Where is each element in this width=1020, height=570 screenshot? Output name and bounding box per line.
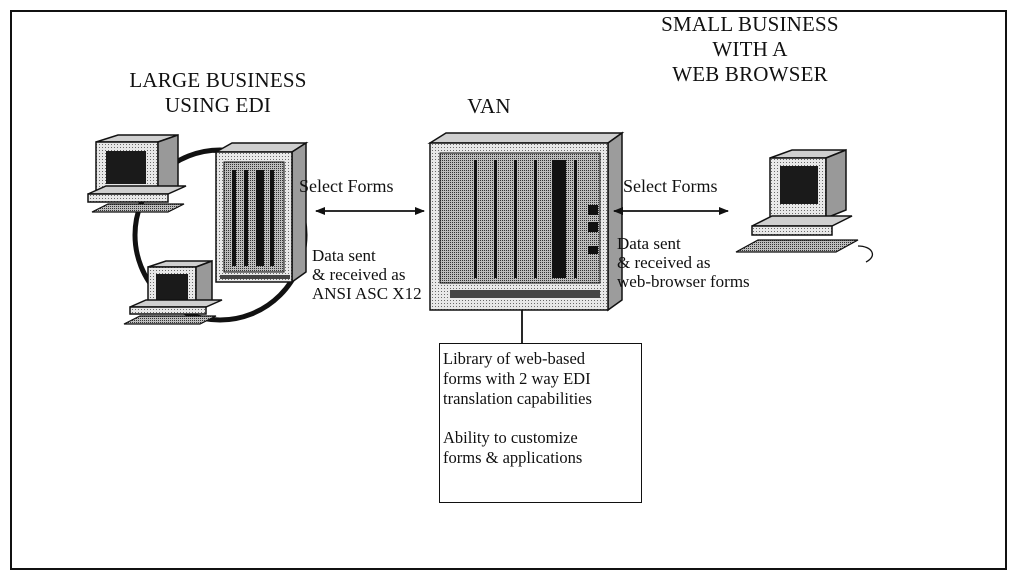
workstation-top-left-icon [87, 133, 187, 213]
library-box-line5: forms & applications [443, 448, 583, 467]
title-large-business: LARGE BUSINESS USING EDI [118, 68, 318, 118]
title-large-business-line1: LARGE BUSINESS [129, 68, 307, 92]
title-small-business-line3: WEB BROWSER [672, 62, 828, 86]
title-small-business-line1: SMALL BUSINESS [661, 12, 839, 36]
library-box: Library of web-based forms with 2 way ED… [439, 343, 642, 503]
van-server-rack-icon [427, 131, 625, 312]
right-data-note-line1: Data sent [617, 234, 681, 253]
left-select-forms-label: Select Forms [299, 176, 394, 196]
library-box-line1: Library of web-based [443, 349, 586, 368]
edi-server-rack-icon [213, 141, 309, 284]
right-data-note: Data sent & received as web-browser form… [617, 234, 750, 291]
title-small-business-line2: WITH A [712, 37, 788, 61]
left-data-note-line2: & received as [312, 265, 406, 284]
title-large-business-line2: USING EDI [164, 93, 272, 117]
workstation-right-icon [735, 148, 874, 263]
library-box-line4: Ability to customize [443, 428, 578, 447]
left-data-note: Data sent & received as ANSI ASC X12 [312, 246, 422, 303]
left-data-note-line1: Data sent [312, 246, 376, 265]
right-data-note-line2: & received as [617, 253, 711, 272]
right-data-note-line3: web-browser forms [617, 272, 750, 291]
title-van: VAN [467, 94, 511, 118]
diagram-graphics [87, 131, 874, 343]
title-small-business: SMALL BUSINESS WITH A WEB BROWSER [650, 12, 850, 87]
library-box-line3: translation capabilities [443, 389, 592, 408]
library-box-line2: forms with 2 way EDI [443, 369, 591, 388]
right-select-forms-label: Select Forms [623, 176, 718, 196]
left-data-note-line3: ANSI ASC X12 [312, 284, 422, 303]
workstation-bottom-icon [123, 259, 223, 325]
